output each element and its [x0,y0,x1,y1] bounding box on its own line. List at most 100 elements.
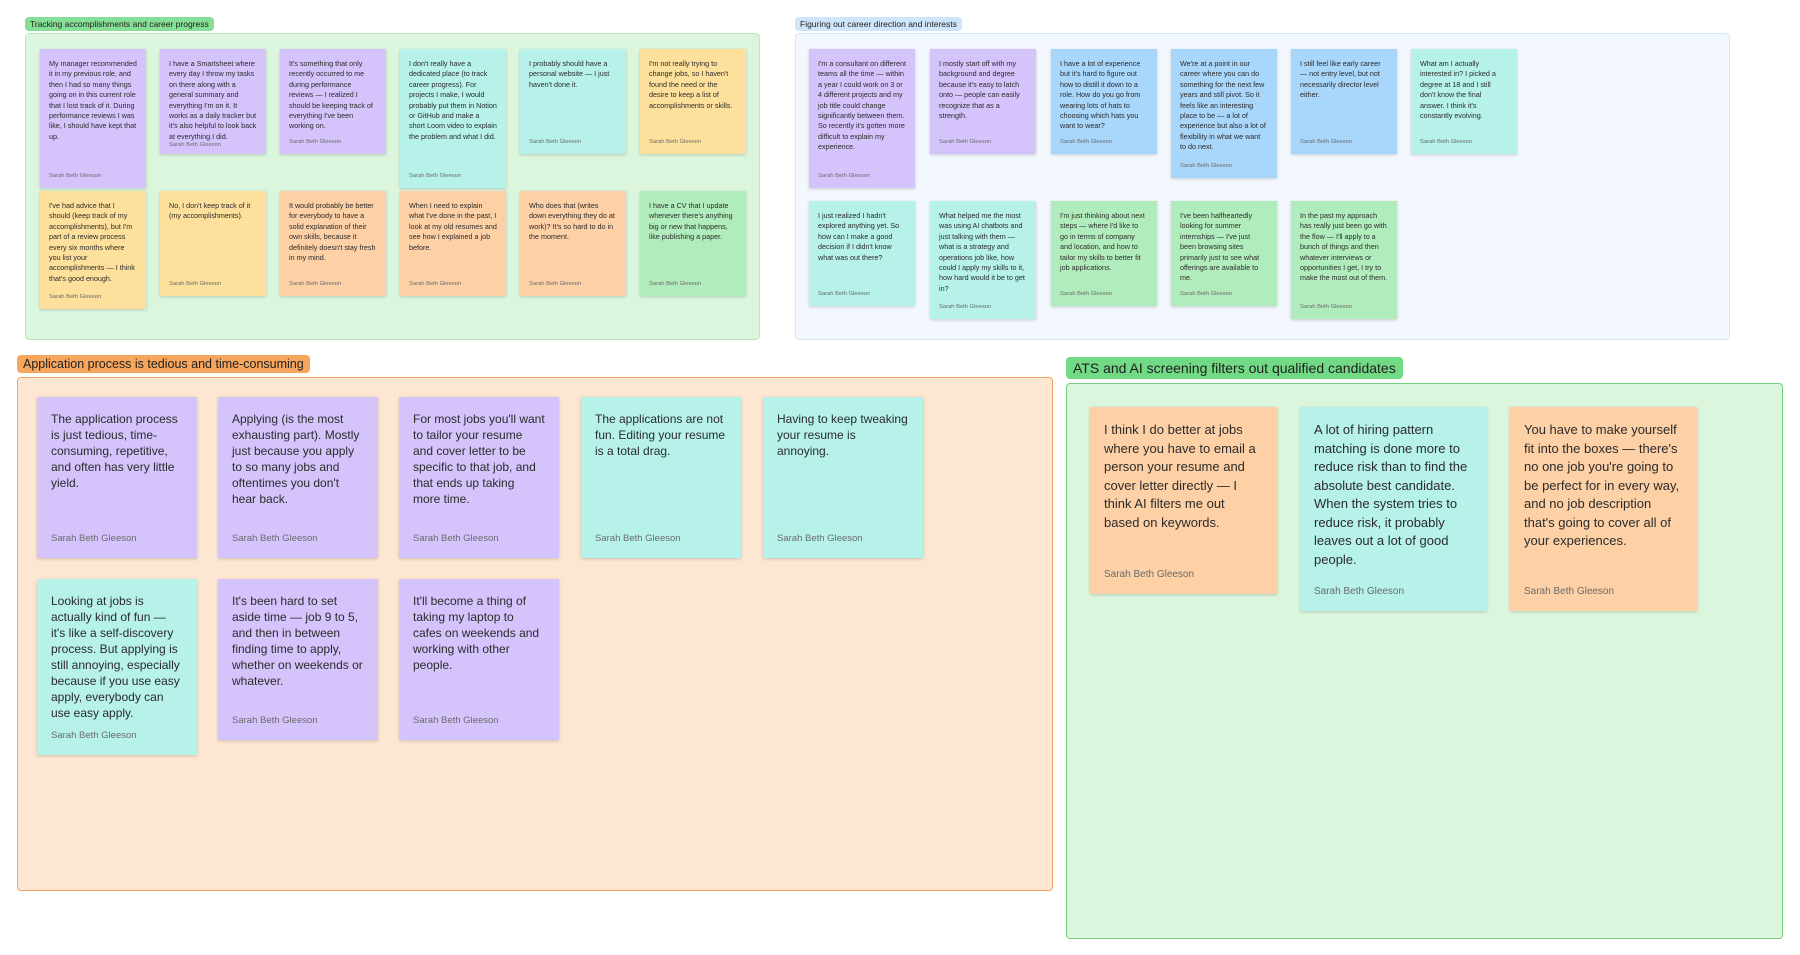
note-author: Sarah Beth Gleeson [1060,139,1113,145]
note-author: Sarah Beth Gleeson [169,142,222,149]
note-author: Sarah Beth Gleeson [1060,291,1113,297]
note-text: You have to make yourself fit into the b… [1524,422,1680,548]
notes-application: The application process is just tedious,… [18,378,1052,890]
sticky-note[interactable]: It's something that only recently occurr… [280,49,386,154]
note-author: Sarah Beth Gleeson [649,139,702,145]
note-text: I'm not really trying to change jobs, so… [649,59,733,110]
note-text: For most jobs you'll want to tailor your… [413,412,545,506]
section-label-direction[interactable]: Figuring out career direction and intere… [795,17,962,31]
note-author: Sarah Beth Gleeson [232,533,318,544]
sticky-note[interactable]: When I need to explain what I've done in… [400,191,506,296]
sticky-note[interactable]: Having to keep tweaking your resume is a… [763,397,923,558]
note-text: I just realized I hadn't explored anythi… [818,211,900,262]
note-text: A lot of hiring pattern matching is done… [1314,422,1468,567]
note-author: Sarah Beth Gleeson [818,291,871,297]
sticky-note[interactable]: It would probably be better for everybod… [280,191,386,296]
note-author: Sarah Beth Gleeson [1420,139,1473,145]
sticky-note[interactable]: I've had advice that I should (keep trac… [40,191,146,309]
sticky-note[interactable]: I don't really have a dedicated place (t… [400,49,506,188]
sticky-note[interactable]: We're at a point in our career where you… [1171,49,1277,178]
sticky-note[interactable]: I'm just thinking about next steps — whe… [1051,201,1157,306]
section-label-application[interactable]: Application process is tedious and time-… [17,355,310,373]
note-author: Sarah Beth Gleeson [409,281,462,287]
note-author: Sarah Beth Gleeson [289,281,342,287]
sticky-note[interactable]: I probably should have a personal websit… [520,49,626,154]
sticky-note[interactable]: What helped me the most was using AI cha… [930,201,1036,319]
note-text: I've been halfheartedly looking for summ… [1180,211,1260,283]
note-text: It'll become a thing of taking my laptop… [413,594,540,672]
sticky-note[interactable]: I mostly start off with my background an… [930,49,1036,154]
note-author: Sarah Beth Gleeson [777,533,863,544]
note-author: Sarah Beth Gleeson [529,281,582,287]
sticky-note[interactable]: It's been hard to set aside time — job 9… [218,579,378,740]
note-author: Sarah Beth Gleeson [1104,569,1195,580]
note-text: We're at a point in our career where you… [1180,59,1266,152]
note-text: I mostly start off with my background an… [939,59,1020,121]
sticky-note[interactable]: The applications are not fun. Editing yo… [581,397,741,558]
sticky-note[interactable]: My manager recommended it in my previous… [40,49,146,188]
note-text: Having to keep tweaking your resume is a… [777,412,908,458]
note-author: Sarah Beth Gleeson [1524,586,1615,597]
note-author: Sarah Beth Gleeson [49,173,102,179]
note-author: Sarah Beth Gleeson [1180,291,1233,297]
section-direction[interactable]: I'm a consultant on different teams all … [795,33,1730,340]
note-text: What helped me the most was using AI cha… [939,211,1025,293]
note-author: Sarah Beth Gleeson [1180,163,1233,169]
sticky-note[interactable]: You have to make yourself fit into the b… [1510,407,1697,611]
note-text: It's something that only recently occurr… [289,59,373,131]
section-application[interactable]: The application process is just tedious,… [17,377,1053,891]
note-text: Applying (is the most exhausting part). … [232,412,360,506]
sticky-note[interactable]: In the past my approach has really just … [1291,201,1397,319]
sticky-note[interactable]: A lot of hiring pattern matching is done… [1300,407,1487,611]
sticky-note[interactable]: I think I do better at jobs where you ha… [1090,407,1277,594]
note-author: Sarah Beth Gleeson [413,715,499,726]
note-text: I still feel like early career — not ent… [1300,59,1381,100]
sticky-note[interactable]: I still feel like early career — not ent… [1291,49,1397,154]
sticky-note[interactable]: No, I don't keep track of it (my accompl… [160,191,266,296]
note-author: Sarah Beth Gleeson [51,730,137,741]
sticky-note[interactable]: I'm not really trying to change jobs, so… [640,49,746,154]
note-text: No, I don't keep track of it (my accompl… [169,201,251,221]
section-label-ats[interactable]: ATS and AI screening filters out qualifi… [1066,357,1403,379]
sticky-note[interactable]: Who does that (writes down everything th… [520,191,626,296]
sticky-note[interactable]: I have a Smartsheet where every day I th… [160,49,266,154]
note-text: I don't really have a dedicated place (t… [409,59,497,141]
note-author: Sarah Beth Gleeson [409,173,462,179]
note-author: Sarah Beth Gleeson [49,294,102,300]
note-text: In the past my approach has really just … [1300,211,1388,283]
sticky-note[interactable]: I'm a consultant on different teams all … [809,49,915,188]
note-text: I have a Smartsheet where every day I th… [169,59,257,141]
note-author: Sarah Beth Gleeson [1300,139,1353,145]
sticky-note[interactable]: I have a CV that I update whenever there… [640,191,746,296]
notes-ats: I think I do better at jobs where you ha… [1067,384,1782,938]
sticky-note[interactable]: It'll become a thing of taking my laptop… [399,579,559,740]
section-ats[interactable]: I think I do better at jobs where you ha… [1066,383,1783,939]
note-text: It would probably be better for everybod… [289,201,376,263]
note-author: Sarah Beth Gleeson [1314,586,1405,597]
note-text: It's been hard to set aside time — job 9… [232,594,363,688]
note-text: The application process is just tedious,… [51,412,178,490]
sticky-note[interactable]: For most jobs you'll want to tailor your… [399,397,559,558]
note-author: Sarah Beth Gleeson [1300,304,1353,310]
note-text: I think I do better at jobs where you ha… [1104,422,1256,530]
note-author: Sarah Beth Gleeson [51,533,137,544]
sticky-note[interactable]: I just realized I hadn't explored anythi… [809,201,915,306]
section-label-tracking[interactable]: Tracking accomplishments and career prog… [25,17,214,31]
note-text: My manager recommended it in my previous… [49,59,137,141]
note-author: Sarah Beth Gleeson [413,533,499,544]
note-author: Sarah Beth Gleeson [595,533,681,544]
section-tracking[interactable]: My manager recommended it in my previous… [25,33,760,340]
sticky-note[interactable]: Applying (is the most exhausting part). … [218,397,378,558]
sticky-note[interactable]: I have a lot of experience but it's hard… [1051,49,1157,154]
note-text: I have a CV that I update whenever there… [649,201,733,242]
sticky-note[interactable]: What am I actually interested in? I pick… [1411,49,1517,154]
note-text: I'm a consultant on different teams all … [818,59,906,152]
sticky-note[interactable]: The application process is just tedious,… [37,397,197,558]
sticky-note[interactable]: I've been halfheartedly looking for summ… [1171,201,1277,306]
notes-tracking: My manager recommended it in my previous… [26,34,759,339]
notes-direction: I'm a consultant on different teams all … [796,34,1729,339]
sticky-note[interactable]: Looking at jobs is actually kind of fun … [37,579,197,755]
note-author: Sarah Beth Gleeson [169,281,222,287]
note-text: Who does that (writes down everything th… [529,201,615,242]
note-text: I've had advice that I should (keep trac… [49,201,135,283]
